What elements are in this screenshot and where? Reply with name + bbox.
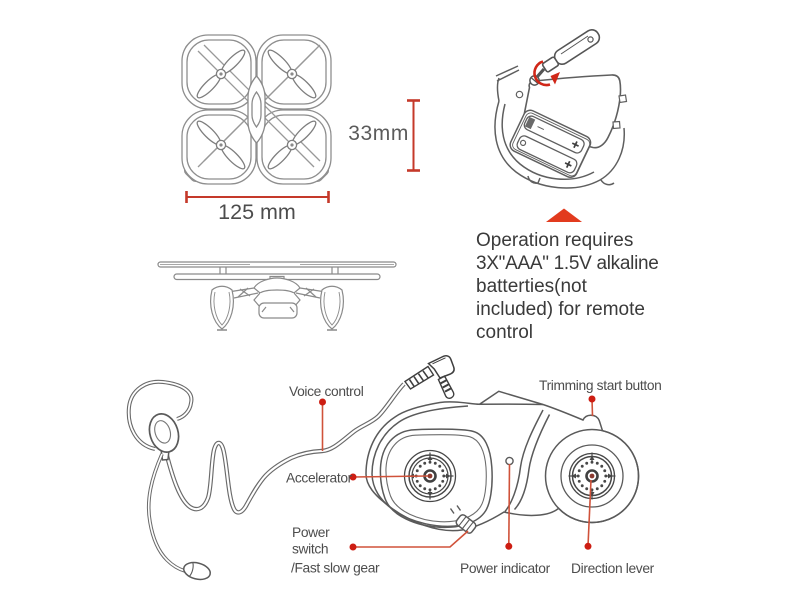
svg-text:3X"AAA" 1.5V alkaline: 3X"AAA" 1.5V alkaline [476,253,659,274]
svg-text:Accelerator: Accelerator [286,471,353,486]
svg-text:Operation requires: Operation requires [476,230,633,251]
svg-text:Trimming start button: Trimming start button [539,378,661,393]
svg-text:125 mm: 125 mm [218,200,296,224]
svg-text:batterties(not: batterties(not [476,276,588,297]
svg-text:Direction lever: Direction lever [571,561,655,576]
svg-text:/Fast slow gear: /Fast slow gear [291,561,380,576]
svg-text:Power: Power [292,525,330,540]
svg-text:33mm: 33mm [348,122,409,145]
svg-text:Voice control: Voice control [289,384,364,399]
svg-text:Power indicator: Power indicator [460,561,551,576]
svg-text:switch: switch [292,542,328,557]
svg-text:included) for remote: included) for remote [476,299,645,320]
svg-text:control: control [476,322,533,343]
